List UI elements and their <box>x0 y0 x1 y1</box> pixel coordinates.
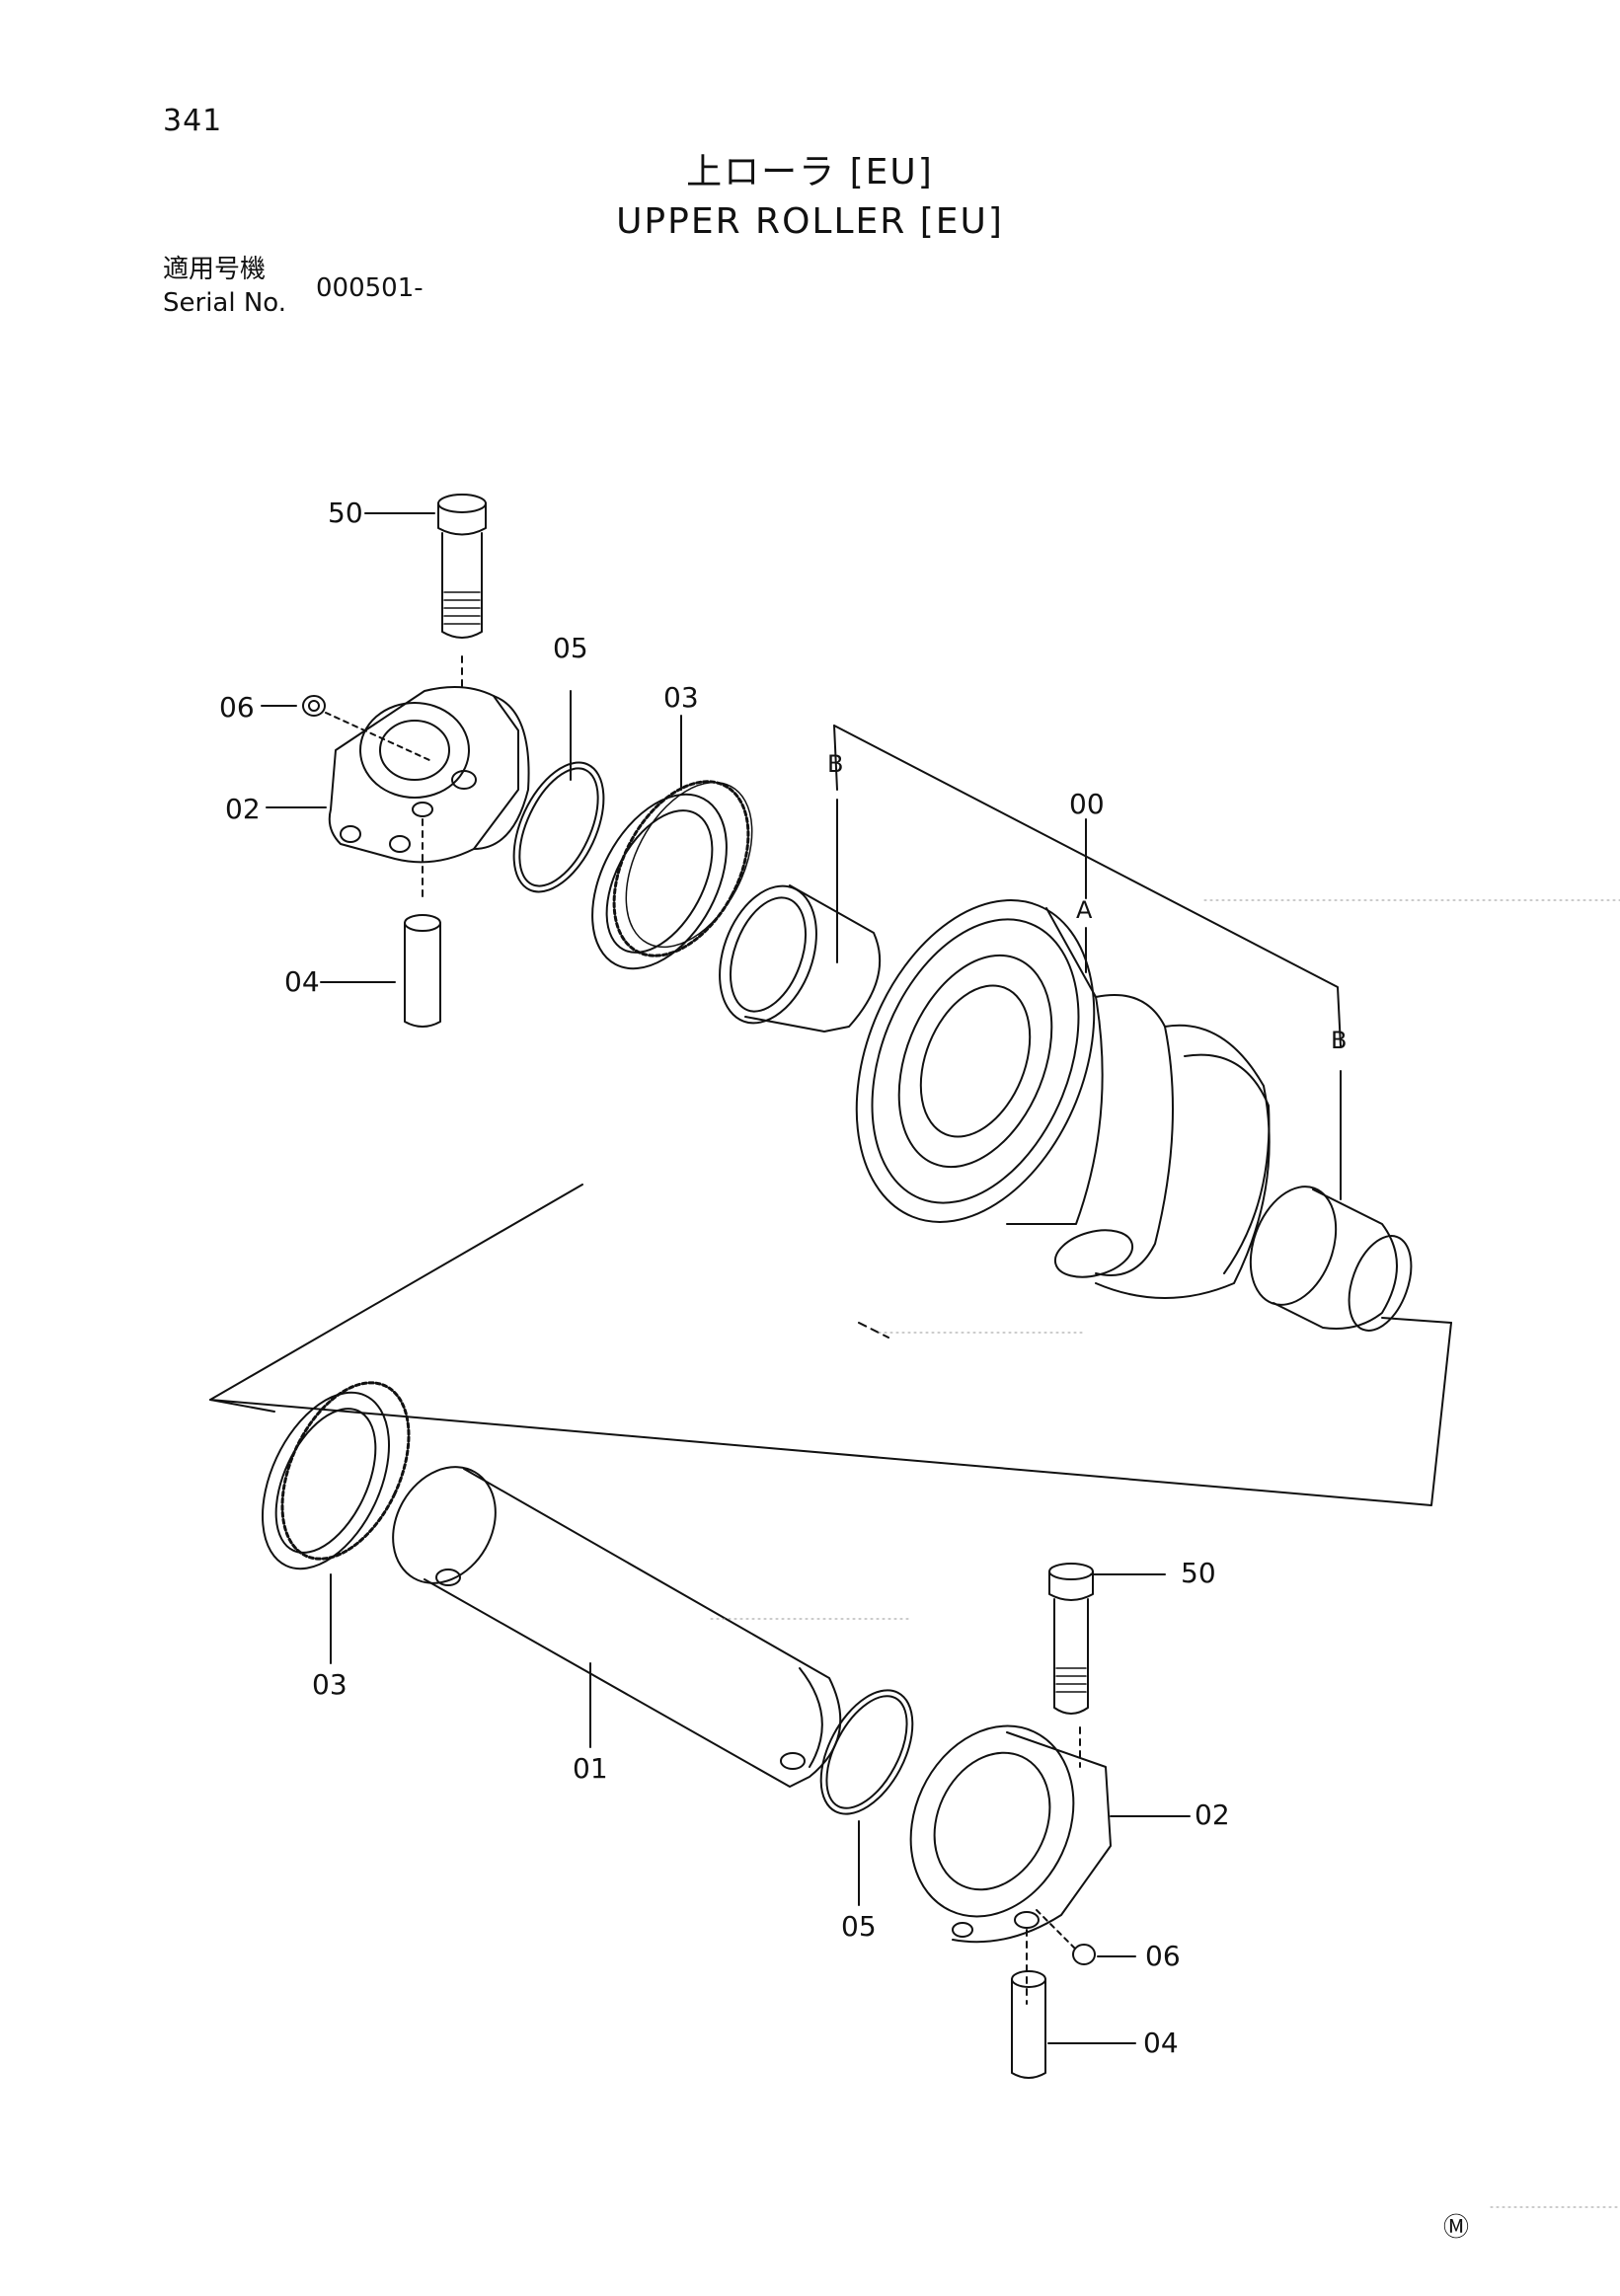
callout-01: 01 <box>573 1752 608 1785</box>
shaft-01 <box>372 1448 840 1787</box>
callout-02-top: 02 <box>225 793 261 825</box>
callout-50-top: 50 <box>328 497 363 529</box>
bracket-02-bottom <box>881 1699 1190 2004</box>
cap-06-bottom <box>1073 1945 1135 1964</box>
callout-b-left: B <box>827 750 844 778</box>
serial-block: 適用号機 Serial No. 000501- <box>163 252 424 320</box>
bushing-right <box>1235 1175 1423 1339</box>
title-block: 上ローラ [EU] UPPER ROLLER [EU] <box>0 148 1620 247</box>
scan-artifact-lines <box>711 900 1620 2207</box>
callout-04-top: 04 <box>284 965 320 998</box>
callout-06-bottom: 06 <box>1145 1940 1181 1972</box>
serial-label-english: Serial No. <box>163 288 286 318</box>
bushing-top <box>702 873 880 1036</box>
page-title-japanese: 上ローラ [EU] <box>686 152 934 192</box>
assembly-outline <box>834 726 1341 1199</box>
cap-06-top <box>262 696 429 760</box>
callout-04-bottom: 04 <box>1143 2027 1179 2059</box>
callout-06-top: 06 <box>219 691 255 724</box>
callout-50-bottom: 50 <box>1181 1557 1216 1589</box>
seal-03-bottom <box>210 1363 434 1663</box>
callout-05-top: 05 <box>553 632 588 664</box>
callout-05-bottom: 05 <box>841 1910 877 1943</box>
oring-05-bottom <box>803 1675 932 1905</box>
bracket-02-top <box>267 687 529 898</box>
callout-02-bottom: 02 <box>1195 1799 1230 1831</box>
lower-assembly-outline <box>210 1185 1451 1505</box>
corner-mark: Ⓜ <box>1443 2213 1470 2243</box>
bolt-50-top <box>365 495 486 691</box>
serial-number-value: 000501- <box>316 273 424 303</box>
callout-b-right: B <box>1331 1027 1348 1054</box>
pin-04-bottom <box>1012 1971 1135 2078</box>
page-title-english: UPPER ROLLER [EU] <box>616 201 1004 242</box>
serial-label-japanese: 適用号機 <box>163 254 267 284</box>
oring-05-top <box>496 691 622 906</box>
callout-03-top: 03 <box>663 681 699 714</box>
roller-00 <box>811 819 1269 1298</box>
callout-00: 00 <box>1069 788 1105 820</box>
callout-a: A <box>1076 896 1093 924</box>
page-number: 341 <box>163 104 223 138</box>
seal-03-top <box>565 716 778 991</box>
pin-04-top <box>321 915 440 1027</box>
bolt-50-bottom <box>1049 1564 1165 1767</box>
callout-03-bottom: 03 <box>312 1668 347 1701</box>
